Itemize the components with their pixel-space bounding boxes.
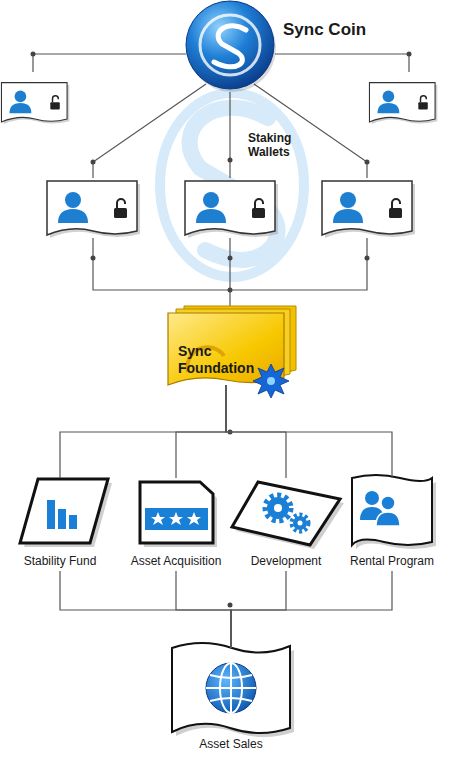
group-label: Staking Wallets	[248, 131, 304, 160]
icon-node: Asset Sales	[172, 648, 290, 754]
node-label: Asset Sales	[172, 737, 290, 751]
node-label: Asset Acquisition	[128, 554, 225, 568]
stability-fund-icon	[20, 479, 112, 547]
connector	[226, 385, 392, 478]
node-label: Sync Coin	[283, 20, 373, 40]
coin-logo	[186, 1, 276, 92]
connector	[60, 571, 231, 648]
coin-node: Sync Coin	[184, 0, 373, 92]
rental-program-icon	[352, 475, 436, 549]
icon-node: Asset Acquisition	[128, 478, 225, 571]
watermark-logo	[160, 93, 304, 277]
node-label: Development	[232, 554, 340, 568]
asset-acquisition-icon	[140, 482, 217, 547]
connector	[176, 571, 231, 648]
connector	[231, 571, 392, 648]
connector	[176, 385, 226, 478]
node-label: Stability Fund	[15, 554, 105, 568]
icon-node: Rental Program	[347, 478, 438, 571]
icon-node: Development	[232, 478, 340, 571]
asset-sales-icon	[172, 643, 294, 737]
connector	[60, 385, 226, 478]
wallet-card	[1, 83, 437, 238]
development-icon	[232, 482, 344, 549]
node-label: Rental Program	[347, 554, 438, 568]
icon-node: Stability Fund	[15, 478, 105, 571]
node-label: Sync Foundation	[178, 343, 260, 377]
foundation-card	[168, 306, 296, 398]
foundation-box: Sync Foundation	[168, 313, 284, 385]
